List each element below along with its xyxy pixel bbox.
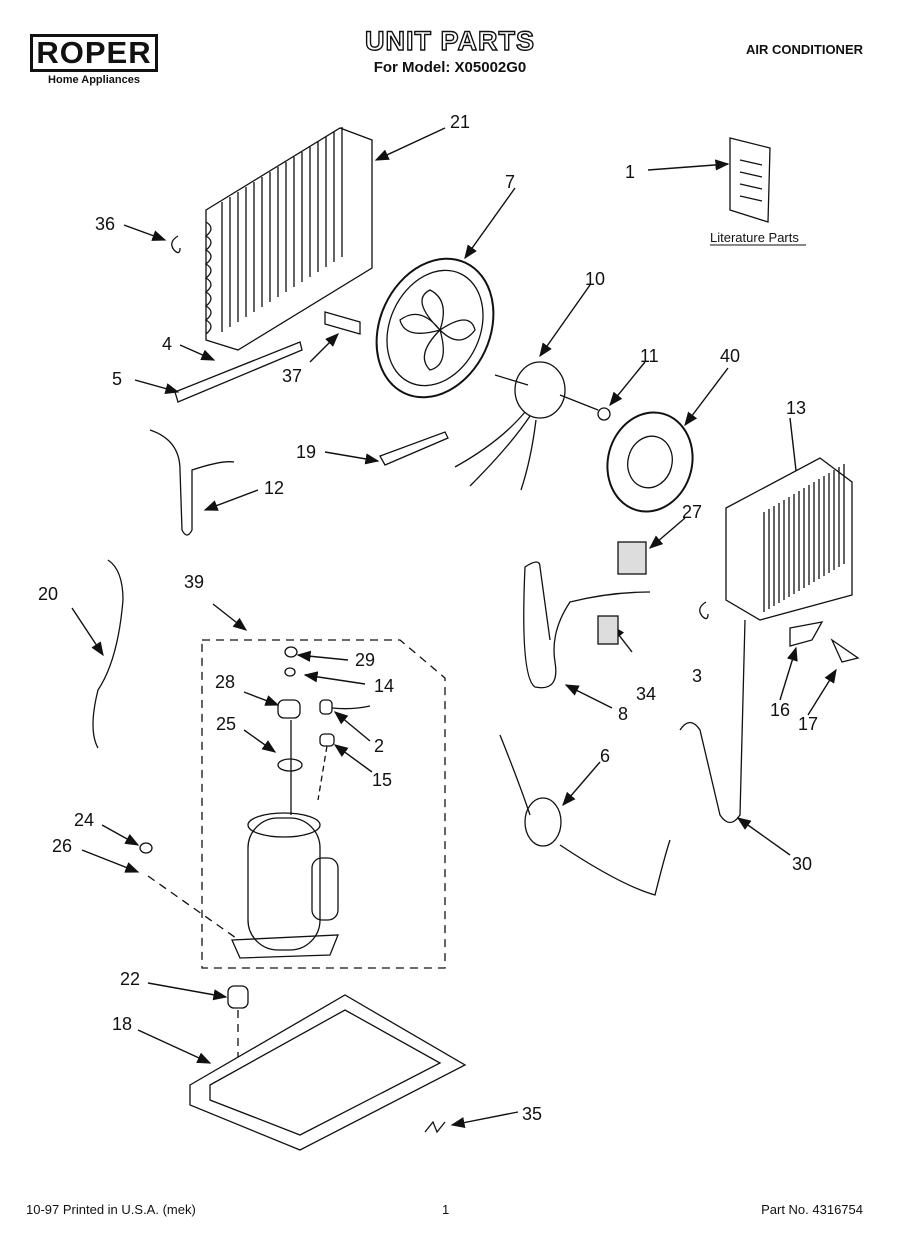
callout-24: 24 xyxy=(74,810,94,830)
callout-7: 7 xyxy=(505,172,515,192)
callout-3: 3 xyxy=(692,666,702,686)
page-title-block: UNIT PARTS For Model: X05002G0 xyxy=(300,25,600,76)
callout-4: 4 xyxy=(162,334,172,354)
callout-30: 30 xyxy=(792,854,812,874)
callout-18: 18 xyxy=(112,1014,132,1034)
footer-print-info: 10-97 Printed in U.S.A. (mek) xyxy=(26,1202,196,1217)
callout-17: 17 xyxy=(798,714,818,734)
callout-25: 25 xyxy=(216,714,236,734)
leader-lines xyxy=(71,127,837,1129)
page-title: UNIT PARTS xyxy=(364,25,535,56)
callout-16: 16 xyxy=(770,700,790,720)
callout-26: 26 xyxy=(52,836,72,856)
callout-15: 15 xyxy=(372,770,392,790)
callout-27: 27 xyxy=(682,502,702,522)
callout-13: 13 xyxy=(786,398,806,418)
callout-6: 6 xyxy=(600,746,610,766)
callout-1: 1 xyxy=(625,162,635,182)
callout-35: 35 xyxy=(522,1104,542,1124)
callout-8: 8 xyxy=(618,704,628,724)
callout-10: 10 xyxy=(585,269,605,289)
callout-37: 37 xyxy=(282,366,302,386)
footer-part-number: Part No. 4316754 xyxy=(761,1202,863,1217)
category-label: AIR CONDITIONER xyxy=(746,42,863,57)
callout-29: 29 xyxy=(355,650,375,670)
callout-40: 40 xyxy=(720,346,740,366)
callout-20: 20 xyxy=(38,584,58,604)
brand-subtitle: Home Appliances xyxy=(48,74,140,86)
callout-12: 12 xyxy=(264,478,284,498)
callout-34: 34 xyxy=(636,684,656,704)
callout-2: 2 xyxy=(374,736,384,756)
callout-numbers: 1 2 3 4 5 6 7 8 10 11 12 13 14 15 16 17 … xyxy=(38,112,818,1124)
footer-page-number: 1 xyxy=(442,1202,450,1217)
part-illustrations xyxy=(92,127,860,1151)
callout-36: 36 xyxy=(95,214,115,234)
callout-5: 5 xyxy=(112,369,122,389)
callout-11: 11 xyxy=(640,346,659,366)
callout-22: 22 xyxy=(120,969,140,989)
brand-name: ROPER xyxy=(30,34,158,72)
callout-19: 19 xyxy=(296,442,316,462)
brand-logo: ROPER Home Appliances xyxy=(30,34,158,86)
callout-28: 28 xyxy=(215,672,235,692)
callout-14: 14 xyxy=(374,676,394,696)
literature-parts-label: Literature Parts xyxy=(710,230,799,245)
callout-21: 21 xyxy=(450,112,470,132)
callout-39: 39 xyxy=(184,572,204,592)
model-line: For Model: X05002G0 xyxy=(373,59,527,76)
